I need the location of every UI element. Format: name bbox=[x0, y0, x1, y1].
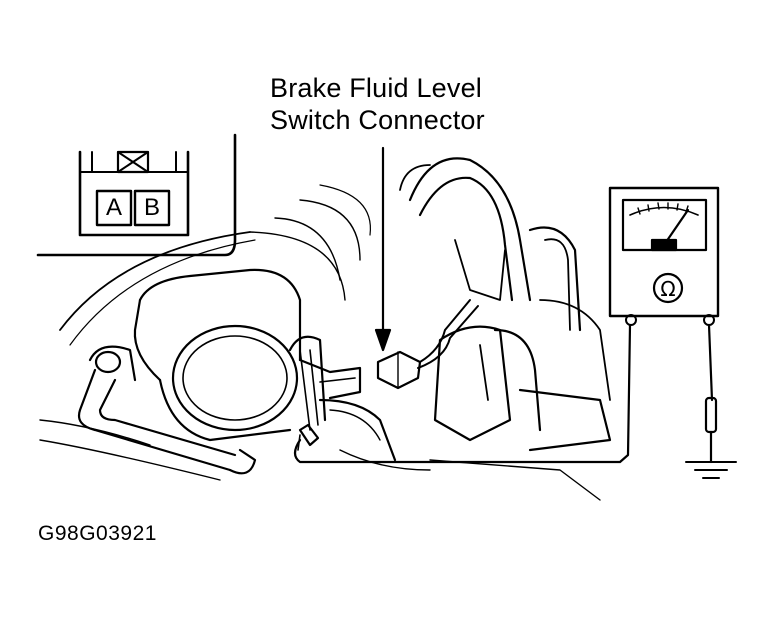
connector-pin-b: B bbox=[143, 194, 160, 221]
callout-line-2: Switch Connector bbox=[270, 105, 485, 135]
callout-arrow bbox=[374, 146, 392, 352]
test-lead-negative bbox=[704, 323, 718, 464]
ohm-symbol-icon: Ω bbox=[660, 277, 675, 301]
master-cylinder bbox=[133, 268, 362, 442]
connector-icon bbox=[78, 150, 190, 237]
switch-connector-body bbox=[376, 299, 479, 390]
wiring-harness bbox=[288, 335, 397, 462]
ohmmeter-icon: Ω bbox=[608, 186, 720, 326]
callout-line-1: Brake Fluid Level bbox=[270, 73, 483, 103]
engine-components bbox=[339, 299, 612, 501]
connector-pin-a: A bbox=[105, 194, 122, 221]
ground-symbol-icon bbox=[685, 461, 737, 479]
vacuum-hose bbox=[39, 345, 257, 481]
test-lead-positive bbox=[293, 323, 632, 464]
hood-lines bbox=[59, 184, 371, 346]
upper-hoses bbox=[399, 157, 582, 332]
connector-inset bbox=[36, 133, 237, 257]
callout-label: Brake Fluid Level Switch Connector bbox=[270, 72, 485, 136]
figure-id: G98G03921 bbox=[38, 522, 157, 545]
